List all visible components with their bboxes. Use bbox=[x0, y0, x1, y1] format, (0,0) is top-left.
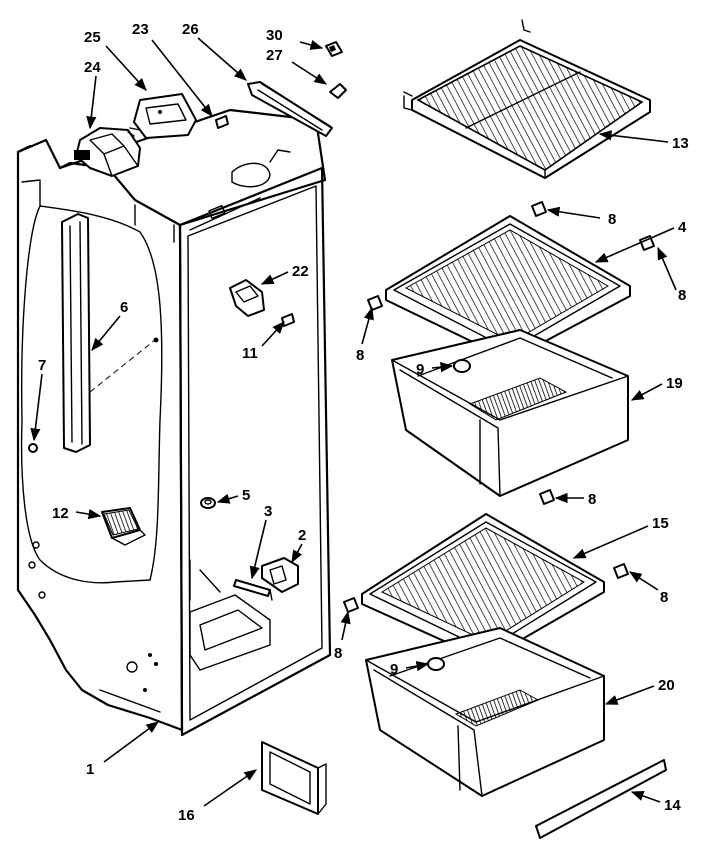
callout-12: 12 bbox=[52, 505, 69, 522]
callout-7: 7 bbox=[38, 357, 46, 374]
callout-8b: 8 bbox=[678, 287, 686, 304]
callout-14: 14 bbox=[664, 797, 681, 814]
plug-5 bbox=[200, 497, 216, 509]
callout-13: 13 bbox=[672, 135, 689, 152]
top-channel bbox=[247, 81, 333, 137]
refrigerator-liner bbox=[16, 108, 332, 737]
callout-8d: 8 bbox=[588, 491, 596, 508]
screw-27 bbox=[329, 83, 347, 99]
lower-shelf bbox=[361, 513, 605, 661]
callout-19: 19 bbox=[666, 375, 683, 392]
vent-grille bbox=[101, 507, 146, 546]
callout-5: 5 bbox=[242, 487, 250, 504]
shelf-supports bbox=[343, 201, 655, 613]
callout-27: 27 bbox=[266, 47, 283, 64]
callout-8a: 8 bbox=[608, 211, 616, 228]
callout-16: 16 bbox=[178, 807, 195, 824]
callout-8c: 8 bbox=[356, 347, 364, 364]
trim-strip bbox=[535, 759, 667, 839]
callout-2: 2 bbox=[298, 527, 306, 544]
control-housing bbox=[74, 127, 141, 177]
callout-8f: 8 bbox=[334, 645, 342, 662]
leader-lines bbox=[30, 37, 677, 807]
callout-15: 15 bbox=[652, 515, 669, 532]
callout-1: 1 bbox=[86, 761, 94, 778]
screw-23 bbox=[215, 115, 229, 129]
callout-24: 24 bbox=[84, 59, 101, 76]
bracket-2 bbox=[261, 557, 299, 593]
callout-11: 11 bbox=[242, 345, 258, 362]
bracket-22 bbox=[229, 279, 265, 317]
callout-30: 30 bbox=[266, 27, 283, 44]
clip-30 bbox=[325, 41, 343, 57]
callout-22: 22 bbox=[292, 263, 309, 280]
callout-9a: 9 bbox=[416, 361, 424, 378]
callout-23: 23 bbox=[132, 21, 149, 38]
insert-16 bbox=[261, 741, 327, 815]
screw-7 bbox=[28, 443, 38, 453]
callout-8e: 8 bbox=[660, 589, 668, 606]
strip-3 bbox=[233, 579, 273, 601]
callout-25: 25 bbox=[84, 29, 101, 46]
lower-crisper bbox=[365, 627, 605, 797]
callout-20: 20 bbox=[658, 677, 675, 694]
upper-crisper bbox=[391, 329, 629, 497]
callout-26: 26 bbox=[182, 21, 199, 38]
upper-shelf bbox=[385, 215, 631, 361]
wire-shelf bbox=[403, 19, 651, 179]
callout-4: 4 bbox=[678, 219, 687, 236]
callout-3: 3 bbox=[264, 503, 272, 520]
callout-labels: 30 27 25 23 26 24 13 8 4 8 22 6 8 11 7 9… bbox=[38, 21, 689, 824]
callout-9b: 9 bbox=[390, 661, 398, 678]
callout-6: 6 bbox=[120, 299, 128, 316]
mounting-bracket bbox=[127, 93, 197, 139]
screw-11 bbox=[281, 313, 295, 327]
